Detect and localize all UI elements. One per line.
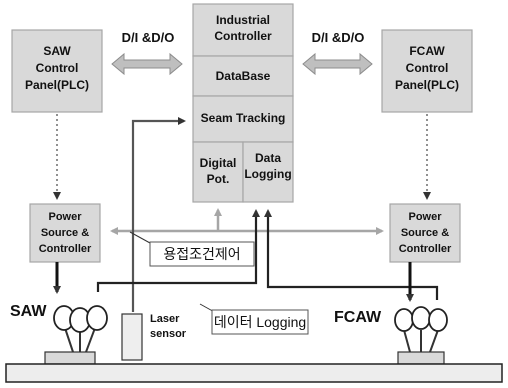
saw-power-line-3: Controller <box>39 243 92 255</box>
data-logging-box <box>242 141 294 203</box>
fcaw-wire-reel-3 <box>428 308 448 332</box>
weld-condition-callout: 용접조건제어 <box>149 241 255 267</box>
industrial-controller-line-2: Controller <box>214 29 272 43</box>
fcaw-process-label: FCAW <box>334 309 382 326</box>
dio-right-label: D/I &D/O <box>312 30 365 45</box>
saw-torch-base <box>44 351 96 365</box>
workpiece-base-plate <box>5 363 503 383</box>
dio-left-label: D/I &D/O <box>122 30 175 45</box>
saw-wire-reel-3 <box>86 305 108 331</box>
fcaw-power-source: Power Source & Controller <box>389 203 461 263</box>
data-logging-callout-label: 데이터 Logging <box>214 314 306 330</box>
fcaw-power-line-3: Controller <box>399 243 452 255</box>
weld-condition-callout-box <box>149 241 255 267</box>
saw-power-line-2: Source & <box>41 227 89 239</box>
digital-pot-line-1: Digital <box>200 156 237 170</box>
saw-panel-line-3: Panel(PLC) <box>25 78 89 92</box>
dio-left-double-arrow <box>111 52 183 76</box>
saw-control-panel: SAW Control Panel(PLC) <box>11 29 103 113</box>
fcaw-control-panel: FCAW Control Panel(PLC) <box>381 29 473 113</box>
fcaw-torch-rod-1 <box>403 329 411 353</box>
fcaw-power-source-box <box>389 203 461 263</box>
saw-power-source: Power Source & Controller <box>29 203 101 263</box>
fcaw-panel-line-1: FCAW <box>409 44 445 58</box>
laser-sensor-head <box>121 313 143 361</box>
dio-right-double-arrow <box>302 52 373 76</box>
fcaw-power-line-2: Source & <box>401 227 449 239</box>
industrial-controller-box <box>192 3 294 57</box>
saw-torch-rod-3 <box>85 327 96 353</box>
digital-pot-line-2: Pot. <box>207 172 230 186</box>
fcaw-power-line-1: Power <box>408 211 442 223</box>
laser-to-seam-tracking-line <box>131 117 186 312</box>
saw-panel-line-2: Control <box>36 61 79 75</box>
saw-control-panel-box <box>11 29 103 113</box>
fcaw-torch-base <box>397 351 445 365</box>
saw-panel-line-1: SAW <box>43 44 71 58</box>
weld-condition-label: 용접조건제어 <box>163 246 240 262</box>
dio-right-link: D/I &D/O <box>302 30 373 76</box>
laser-sensor-label-2: sensor <box>150 328 187 340</box>
laser-sensor-label-1: Laser <box>150 313 180 325</box>
data-logging-callout-box <box>211 309 309 335</box>
fcaw-wire-reel-2 <box>411 306 431 330</box>
fcaw-wire-reel-1 <box>394 308 414 332</box>
fcaw-panel-line-3: Panel(PLC) <box>395 78 459 92</box>
fcaw-torch-rod-3 <box>429 329 439 353</box>
saw-data-logging-line <box>96 209 260 292</box>
data-logging-line-1: Data <box>255 151 281 165</box>
fcaw-torch-assembly <box>394 306 448 365</box>
weld-condition-leader <box>129 231 151 244</box>
database-box <box>192 55 294 97</box>
fcaw-data-logging-line <box>264 209 439 300</box>
saw-torch-rod-1 <box>64 327 74 353</box>
saw-torch-assembly <box>44 305 108 365</box>
fcaw-control-panel-box <box>381 29 473 113</box>
seam-tracking-label: Seam Tracking <box>201 111 286 125</box>
industrial-controller-line-1: Industrial <box>216 13 270 27</box>
fcaw-panel-line-2: Control <box>406 61 449 75</box>
data-logging-line-2: Logging <box>244 167 291 181</box>
saw-power-source-box <box>29 203 101 263</box>
database-label: DataBase <box>216 69 271 83</box>
seam-tracking-box <box>192 95 294 143</box>
saw-power-line-1: Power <box>48 211 82 223</box>
central-controller-stack: Industrial Controller DataBase Seam Trac… <box>192 3 294 203</box>
saw-process-label: SAW <box>10 303 47 320</box>
dio-left-link: D/I &D/O <box>111 30 183 76</box>
data-logging-callout: 데이터 Logging <box>211 309 309 335</box>
